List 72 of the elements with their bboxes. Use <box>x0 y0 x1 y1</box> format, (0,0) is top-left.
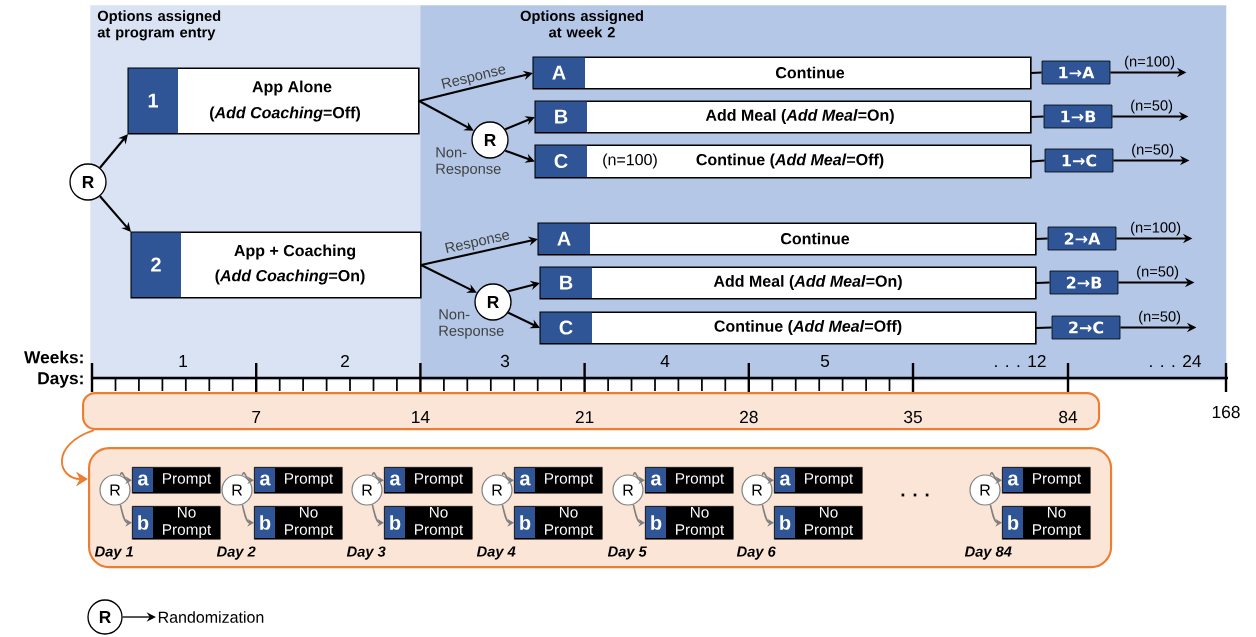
option-box: a Prompt <box>514 467 603 494</box>
arm-box: 2→A <box>1047 226 1117 251</box>
day-caption: Day 6 <box>736 546 776 560</box>
arrow <box>420 236 538 267</box>
day-label: 35 <box>904 410 922 424</box>
option-box: b No Prompt <box>132 506 221 540</box>
arrow <box>504 116 535 131</box>
option-box: C (n=100) Continue (Add Meal=Off) <box>534 144 1032 179</box>
week-label: . . . 24 <box>1150 354 1201 368</box>
option-box: b No Prompt <box>254 506 343 540</box>
arm-box: 1→C <box>1044 148 1114 173</box>
week-label: 2 <box>341 354 349 368</box>
option-box: A Continue <box>532 56 1032 90</box>
day-caption: Day 4 <box>476 546 516 560</box>
arrow <box>418 100 474 131</box>
option-box: B Add Meal (Add Meal=On) <box>539 266 1037 300</box>
option-box: a Prompt <box>645 467 734 494</box>
day-label: 84 <box>1059 410 1078 424</box>
option-box: b No Prompt <box>645 506 734 540</box>
week-label: 3 <box>500 354 510 368</box>
day-label: 168 <box>1212 405 1240 419</box>
option-box: 1 App Alone (Add Coaching=Off) <box>127 67 420 135</box>
arrow <box>418 70 533 103</box>
day-caption: Day 1 <box>94 546 133 560</box>
ellipsis: . . . <box>901 493 929 497</box>
sample-size-label: (n=100) <box>1125 55 1175 70</box>
day-label: 21 <box>575 410 594 424</box>
option-box: a Prompt <box>132 467 221 494</box>
arrow <box>99 195 131 232</box>
arrow <box>504 149 535 163</box>
option-box: b No Prompt <box>1002 506 1091 540</box>
option-box: a Prompt <box>1002 467 1091 494</box>
day-label: 28 <box>740 410 758 424</box>
option-box: 2 App + Coaching (Add Coaching=On) <box>130 231 422 299</box>
edge-label: Response <box>445 232 510 254</box>
arrow <box>508 280 540 293</box>
option-box: a Prompt <box>774 467 863 494</box>
legend-text: Randomization <box>158 611 264 623</box>
week-label: 5 <box>820 354 830 368</box>
option-box: A Continue <box>537 222 1037 256</box>
day-caption: Day 3 <box>346 546 386 560</box>
option-box: C Continue (Add Meal=Off) <box>539 311 1037 345</box>
arm-box: 2→B <box>1049 270 1119 295</box>
sample-size-label: (n=50) <box>1131 99 1173 114</box>
arm-box: 1→A <box>1041 60 1111 85</box>
day-caption: Day 2 <box>216 546 256 560</box>
arrow <box>507 311 540 329</box>
edge-label: Response <box>441 66 506 89</box>
option-box: b No Prompt <box>384 506 473 540</box>
arrow <box>99 134 128 169</box>
option-box: B Add Meal (Add Meal=On) <box>534 100 1032 134</box>
arm-box: 1→B <box>1043 104 1113 129</box>
option-box: a Prompt <box>254 467 343 494</box>
sample-size-label: (n=100) <box>1131 221 1181 236</box>
day-caption: Day 5 <box>607 546 647 560</box>
timeline-band <box>82 392 1101 431</box>
day-label: 7 <box>252 411 261 423</box>
week-label: . . . 12 <box>995 354 1046 368</box>
day-label: 14 <box>412 411 430 423</box>
sample-size-label: (n=50) <box>1132 143 1174 158</box>
arm-box: 2→C <box>1051 315 1121 340</box>
sample-size-label: (n=50) <box>1139 310 1181 325</box>
sample-size-label: (n=50) <box>1137 265 1179 280</box>
option-box: b No Prompt <box>774 506 863 540</box>
arrow <box>420 264 477 293</box>
axis-title: Days: <box>38 372 83 388</box>
axis-title: Weeks: <box>24 350 83 364</box>
week-label: 1 <box>179 355 187 367</box>
option-box: b No Prompt <box>514 506 603 540</box>
week-label: 4 <box>660 355 670 367</box>
option-box: a Prompt <box>384 467 473 494</box>
day-caption: Day 84 <box>964 546 1012 560</box>
